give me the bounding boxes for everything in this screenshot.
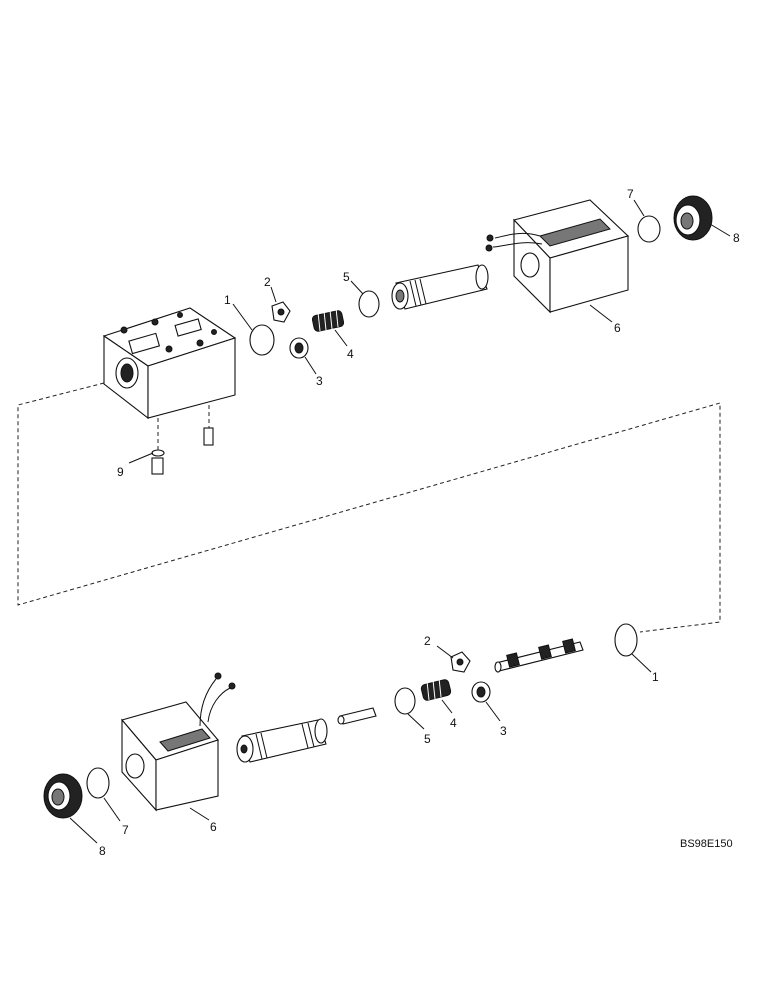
o-ring: [358, 290, 380, 318]
spring: [311, 307, 345, 332]
callout-9-top: 9: [117, 465, 124, 479]
callout-6-bottom: 6: [210, 820, 217, 834]
solenoid-tube: [391, 264, 489, 310]
o-ring: [86, 767, 110, 799]
callout-2-bottom: 2: [424, 634, 431, 648]
callout-3-top: 3: [316, 374, 323, 388]
valve-body-block: [102, 307, 237, 475]
callout-8-top: 8: [733, 231, 740, 245]
seat-ring: [289, 337, 309, 359]
callout-4-bottom: 4: [450, 716, 457, 730]
solenoid-coil: [121, 672, 236, 812]
solenoid-tube: [236, 718, 328, 763]
poppet: [271, 301, 291, 323]
callout-1-bottom: 1: [652, 670, 659, 684]
callout-7-top: 7: [627, 187, 634, 201]
solenoid-coil: [485, 199, 630, 314]
callout-5-bottom: 5: [424, 732, 431, 746]
top-callouts: 1 2 3 4 5 6 7 8 9: [117, 187, 740, 479]
bottom-callouts: 1 2 3 4 5 6 7 8: [69, 634, 659, 858]
assembly-lines: [17, 382, 721, 633]
o-ring: [394, 687, 416, 715]
callout-1-top: 1: [224, 293, 231, 307]
poppet: [450, 651, 471, 673]
callout-6-top: 6: [614, 321, 621, 335]
callout-8-bottom: 8: [99, 844, 106, 858]
callout-3-bottom: 3: [500, 724, 507, 738]
callout-7-bottom: 7: [122, 823, 129, 837]
callout-5-top: 5: [343, 270, 350, 284]
diagram-code-label: BS98E150: [680, 838, 733, 850]
valve-spool: [494, 638, 584, 673]
coil-nut: [43, 773, 83, 819]
plunger-pin: [337, 707, 377, 725]
coil-nut: [673, 195, 713, 241]
callout-4-top: 4: [347, 347, 354, 361]
o-ring: [637, 215, 661, 243]
seat-ring: [471, 681, 491, 703]
callout-2-top: 2: [264, 275, 271, 289]
o-ring: [249, 324, 275, 356]
o-ring: [614, 623, 638, 657]
spring: [420, 677, 452, 701]
